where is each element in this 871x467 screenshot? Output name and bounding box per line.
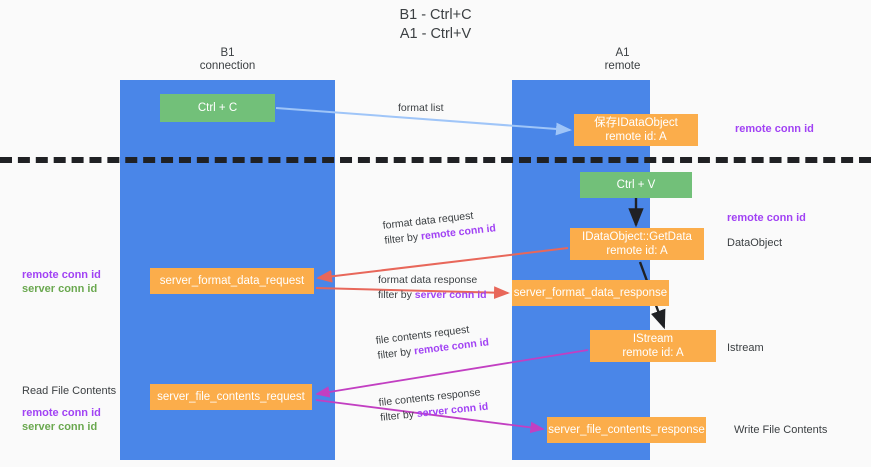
- node-ctrl-v[interactable]: Ctrl + V: [580, 172, 692, 198]
- phase-divider: [0, 157, 871, 163]
- node-ctrl-c[interactable]: Ctrl + C: [160, 94, 275, 122]
- annotation-write-file-contents: Write File Contents: [734, 423, 827, 437]
- diagram-title: B1 - Ctrl+C A1 - Ctrl+V: [0, 6, 871, 44]
- annotation-remote-conn-id-top: remote conn id: [735, 122, 814, 136]
- annotation-write-file-text: Write File Contents: [734, 424, 828, 436]
- node-save-idataobject-line1: 保存IDataObject: [594, 117, 678, 129]
- column-a1-name: A1: [615, 47, 630, 59]
- node-server-file-contents-request[interactable]: server_file_contents_request: [150, 384, 312, 410]
- column-b1-name: B1: [220, 47, 235, 59]
- node-server-format-data-response[interactable]: server_format_data_response: [512, 280, 669, 306]
- node-getdata-line2: remote id: A: [606, 245, 668, 257]
- node-format-request-label: server_format_data_request: [159, 275, 305, 287]
- annotation-istream: Istream: [727, 341, 764, 355]
- edge-label-file-contents-request: file contents request filter by remote c…: [375, 320, 490, 363]
- node-file-request-label: server_file_contents_request: [157, 391, 305, 403]
- annotation-istream-text: Istream: [727, 342, 764, 354]
- edge-label-format-data-request: format data request filter by remote con…: [382, 206, 497, 248]
- node-istream[interactable]: IStream remote id: A: [590, 330, 716, 362]
- annotation-dataobject-group: remote conn id DataObject: [727, 211, 806, 250]
- annotation-read-file-contents: Read File Contents: [22, 385, 117, 397]
- annotation-remote-mid-text: remote conn id: [727, 212, 806, 224]
- edge-fcreq-filter-prefix: filter by: [376, 345, 415, 362]
- node-idataobject-getdata[interactable]: IDataObject::GetData remote id: A: [570, 228, 704, 260]
- column-header-b1: B1 connection: [150, 47, 305, 73]
- annotation-left-mid-remote: remote conn id: [22, 269, 101, 281]
- edge-fdresp-filter-prefix: filter by: [378, 289, 415, 301]
- edge-fdresp-filter: filter by server conn id: [378, 288, 487, 303]
- node-save-idataobject[interactable]: 保存IDataObject remote id: A: [574, 114, 698, 146]
- column-header-a1: A1 remote: [545, 47, 700, 73]
- node-ctrl-v-label: Ctrl + V: [616, 179, 656, 191]
- node-server-file-contents-response[interactable]: server_file_contents_response: [547, 417, 706, 443]
- edge-fdresp-filter-key: server conn id: [414, 289, 487, 301]
- node-format-response-label: server_format_data_response: [513, 287, 668, 299]
- annotation-left-bottom: Read File Contents remote conn id server…: [22, 384, 116, 434]
- edge-format-list-text: format list: [398, 102, 444, 114]
- column-a1-role: remote: [604, 60, 641, 72]
- node-istream-line2: remote id: A: [622, 347, 684, 359]
- node-save-idataobject-line2: remote id: A: [605, 131, 667, 143]
- title-line-2: A1 - Ctrl+V: [399, 26, 472, 42]
- annotation-left-bot-remote: remote conn id: [22, 407, 101, 419]
- node-istream-line1: IStream: [632, 333, 674, 345]
- edge-fdresp-text: format data response: [378, 274, 478, 286]
- annotation-left-middle: remote conn id server conn id: [22, 268, 101, 296]
- node-getdata-line1: IDataObject::GetData: [582, 231, 692, 243]
- edge-label-format-list: format list: [398, 101, 444, 116]
- edge-label-format-data-response: format data response filter by server co…: [378, 273, 487, 303]
- node-server-format-data-request[interactable]: server_format_data_request: [150, 268, 314, 294]
- edge-label-file-contents-response: file contents response filter by server …: [378, 385, 489, 426]
- node-ctrl-c-label: Ctrl + C: [197, 102, 238, 114]
- annotation-left-bot-server: server conn id: [22, 421, 98, 433]
- annotation-remote-top-text: remote conn id: [735, 123, 814, 135]
- column-b1-role: connection: [199, 60, 256, 72]
- edge-fdreq-filter-prefix: filter by: [383, 230, 422, 247]
- edge-fcresp-filter-prefix: filter by: [379, 408, 418, 424]
- annotation-left-mid-server: server conn id: [22, 283, 98, 295]
- node-file-response-label: server_file_contents_response: [548, 424, 705, 436]
- annotation-dataobject-text: DataObject: [727, 237, 783, 249]
- title-line-1: B1 - Ctrl+C: [399, 7, 472, 23]
